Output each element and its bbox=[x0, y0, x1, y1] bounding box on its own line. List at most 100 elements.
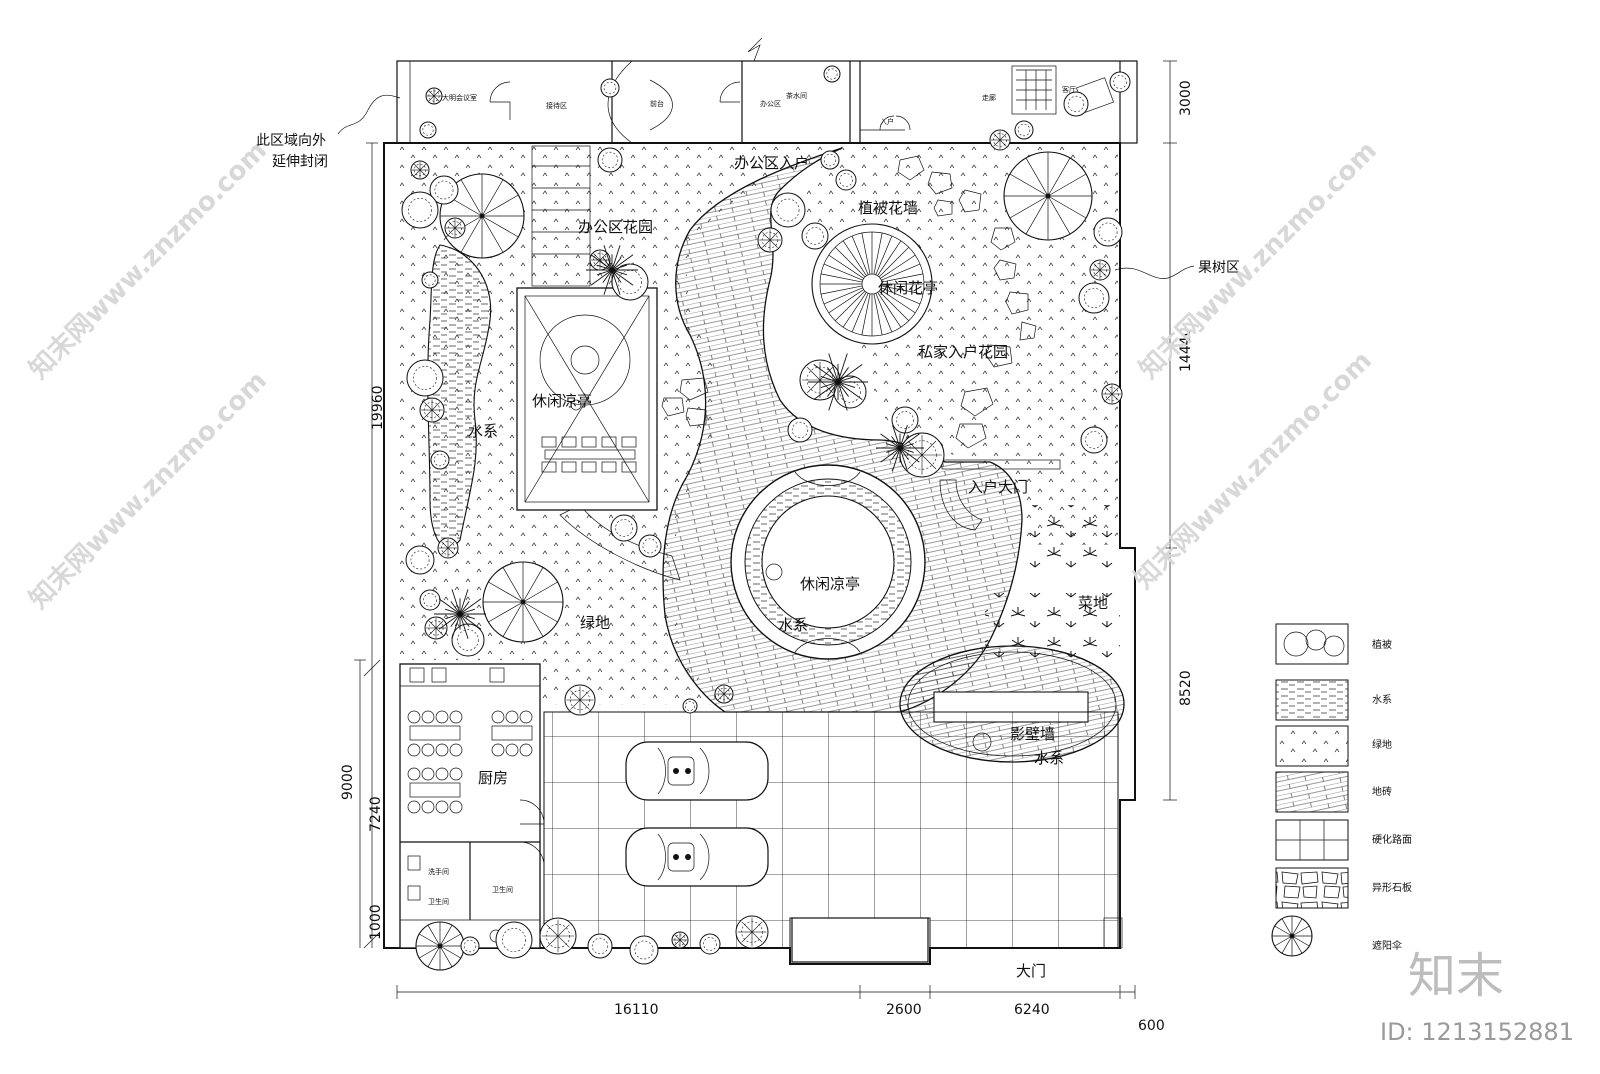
shrub bbox=[629, 935, 659, 965]
legend-label: 硬化路面 bbox=[1372, 833, 1412, 846]
shrub bbox=[1014, 120, 1034, 140]
watermark-site-3: 知末网www.znzmo.com bbox=[1134, 136, 1383, 385]
shrub bbox=[671, 931, 689, 949]
label-vegetable: 菜地 bbox=[1078, 594, 1108, 612]
shrub bbox=[406, 359, 444, 397]
shrub bbox=[891, 406, 919, 434]
legend-label: 水系 bbox=[1372, 694, 1392, 706]
room-label-washroom: 洗手间 bbox=[428, 867, 449, 876]
dim-right-mid: 14440 bbox=[1178, 327, 1194, 372]
shrub bbox=[735, 915, 769, 949]
legend-item-tile: 地砖 bbox=[1275, 771, 1392, 813]
dim-left-mid: 7240 bbox=[368, 796, 384, 832]
label-office-entry: 办公区入户 bbox=[734, 154, 809, 172]
shrub bbox=[801, 222, 829, 250]
callout-right: 果树区 bbox=[1114, 260, 1240, 279]
shrub bbox=[1078, 282, 1110, 314]
entry-small-label: 入户 bbox=[880, 117, 894, 126]
kitchen-block: 洗手间 卫生间 卫生间 bbox=[399, 663, 545, 949]
car-2 bbox=[625, 827, 769, 887]
shrub bbox=[425, 87, 443, 105]
shrub bbox=[989, 129, 1011, 151]
shrub bbox=[419, 397, 445, 423]
shrub bbox=[419, 121, 437, 139]
dim-bottom-1: 16110 bbox=[614, 1002, 659, 1018]
shrub bbox=[610, 514, 638, 542]
shrub bbox=[600, 78, 620, 98]
label-home-door: 入户大门 bbox=[968, 478, 1028, 496]
shrub bbox=[564, 684, 596, 716]
label-screen-wall: 影壁墙 bbox=[1010, 725, 1055, 743]
room-label-tea-room: 茶水间 bbox=[786, 91, 807, 100]
pavilion-center bbox=[730, 464, 926, 660]
shrub bbox=[787, 417, 813, 443]
shrub bbox=[1080, 426, 1108, 454]
car-1 bbox=[625, 741, 769, 801]
shrub bbox=[823, 65, 841, 83]
legend-label: 地砖 bbox=[1372, 785, 1392, 798]
room-label-living: 客厅 bbox=[1062, 85, 1076, 94]
shrub bbox=[460, 936, 480, 956]
legend-item-stone: 异形石板 bbox=[1275, 867, 1412, 909]
label-climbing-wall: 植被花墙 bbox=[858, 199, 918, 217]
watermark-site-2: 知末网www.znzmo.com bbox=[24, 366, 273, 615]
shrub bbox=[405, 545, 435, 575]
legend-label: 异形石板 bbox=[1372, 881, 1412, 894]
shrub bbox=[820, 150, 840, 170]
shrub bbox=[638, 534, 662, 558]
shrub bbox=[401, 191, 439, 229]
shrub bbox=[1063, 91, 1089, 117]
room-label-front-desk: 前台 bbox=[650, 99, 664, 108]
pavilion-left bbox=[516, 287, 658, 511]
label-main-gate: 大门 bbox=[1016, 962, 1046, 980]
dimension-lines: 19960 9000 7240 1000 3000 14440 8520 161… bbox=[340, 60, 1194, 1034]
dim-left-total: 19960 bbox=[370, 385, 386, 430]
dim-right-bottom: 8520 bbox=[1178, 670, 1194, 706]
pavilion-flower bbox=[811, 223, 933, 345]
shrub bbox=[495, 921, 533, 959]
shrub bbox=[434, 589, 486, 639]
room-label-toilet-2: 卫生间 bbox=[492, 885, 513, 894]
shrub bbox=[757, 227, 783, 253]
watermark-image-id: ID: 1213152881 bbox=[1380, 1018, 1574, 1046]
label-office-garden: 办公区花园 bbox=[578, 218, 653, 236]
watermark-brand: 知末 bbox=[1408, 948, 1504, 1004]
shrub bbox=[444, 217, 466, 239]
shrub bbox=[539, 917, 577, 955]
shrub bbox=[419, 589, 441, 611]
legend-label: 遮阳伞 bbox=[1372, 939, 1402, 952]
shrub bbox=[611, 263, 649, 301]
shrub bbox=[410, 160, 430, 180]
dim-bottom-4: 600 bbox=[1138, 1018, 1165, 1034]
shrub bbox=[699, 933, 721, 955]
shrub bbox=[799, 359, 841, 401]
legend-item-water: 水系 bbox=[1275, 679, 1392, 721]
shrub bbox=[770, 192, 806, 228]
umbrella-icon bbox=[1271, 915, 1313, 957]
label-water-center: 水系 bbox=[778, 616, 808, 634]
label-lawn: 绿地 bbox=[580, 614, 610, 632]
shrub bbox=[451, 623, 485, 657]
umbrella-icon bbox=[482, 561, 564, 643]
dim-bottom-3: 6240 bbox=[1014, 1002, 1050, 1018]
callout-left-line-1: 此区域向外 bbox=[256, 133, 326, 149]
umbrella-icon bbox=[415, 921, 465, 971]
room-label-meeting: 大明会议室 bbox=[442, 93, 477, 102]
room-label-corridor: 走廊 bbox=[982, 93, 996, 102]
label-pavilion-left: 休闲凉亭 bbox=[532, 392, 592, 410]
shrub bbox=[1109, 71, 1131, 93]
umbrella-icon bbox=[1003, 151, 1093, 241]
label-pavilion-center: 休闲凉亭 bbox=[800, 575, 860, 593]
legend-label: 植被 bbox=[1372, 638, 1392, 651]
room-label-toilet-1: 卫生间 bbox=[428, 897, 449, 906]
legend-item-umbrella: 遮阳伞 bbox=[1271, 915, 1402, 957]
legend-item-vegetation: 植被 bbox=[1275, 623, 1392, 665]
shrub bbox=[835, 169, 857, 191]
legend: 植被 水系 绿地 地砖 硬化路面 异形石板 遮阳伞 bbox=[1271, 623, 1412, 957]
label-water-left: 水系 bbox=[468, 422, 498, 440]
label-water-right: 水系 bbox=[1034, 749, 1064, 767]
shrub bbox=[1093, 217, 1123, 247]
room-label-reception: 接待区 bbox=[546, 101, 567, 110]
dim-left-small: 1000 bbox=[368, 904, 384, 940]
